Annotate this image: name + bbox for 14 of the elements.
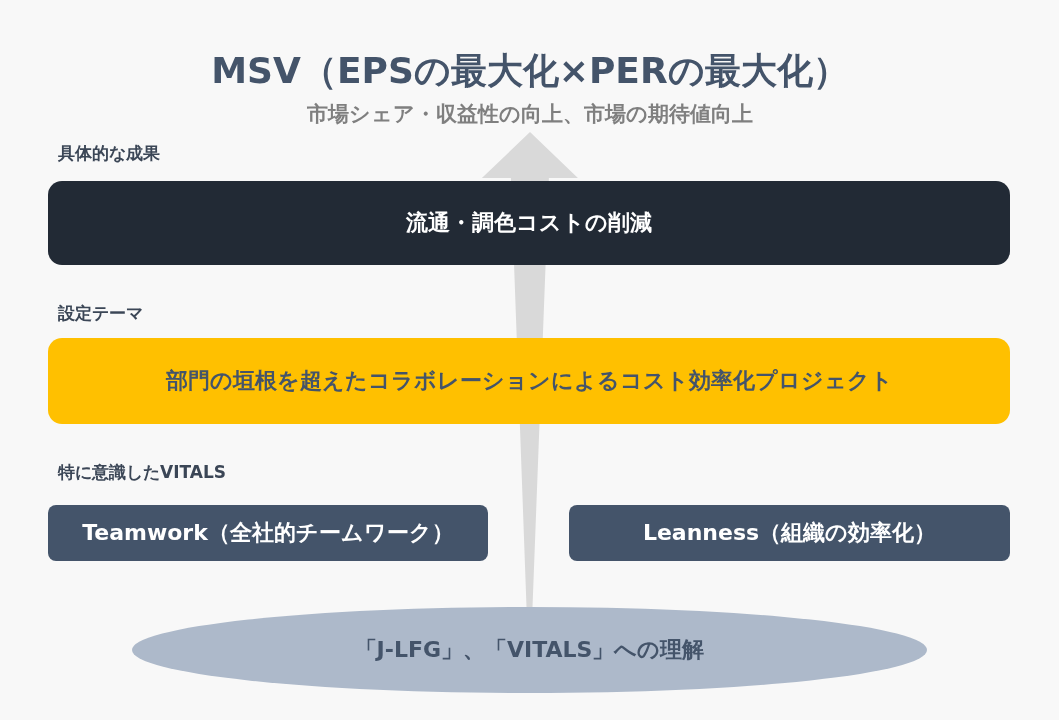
- vital-box: [48, 505, 488, 561]
- box-label: Teamwork（全社的チームワーク）: [82, 519, 454, 547]
- section-label: 具体的な成果: [58, 143, 160, 164]
- vital-box: [569, 505, 1010, 561]
- subtitle: 市場シェア・収益性の向上、市場の期待値向上: [307, 102, 753, 128]
- box-label: 部門の垣根を超えたコラボレーションによるコスト効率化プロジェクト: [165, 367, 893, 395]
- ellipse-label: 「J-LFG」、「VITALS」への理解: [354, 636, 705, 664]
- section-label: 設定テーマ: [58, 303, 143, 324]
- section-label: 特に意識したVITALS: [58, 462, 226, 483]
- box-label: Leanness（組織の効率化）: [642, 519, 937, 547]
- title-heading: MSV（EPSの最大化×PERの最大化）: [211, 48, 849, 92]
- result-box: [48, 181, 1010, 265]
- theme-box: [48, 338, 1010, 424]
- box-label: 流通・調色コストの削減: [406, 209, 652, 237]
